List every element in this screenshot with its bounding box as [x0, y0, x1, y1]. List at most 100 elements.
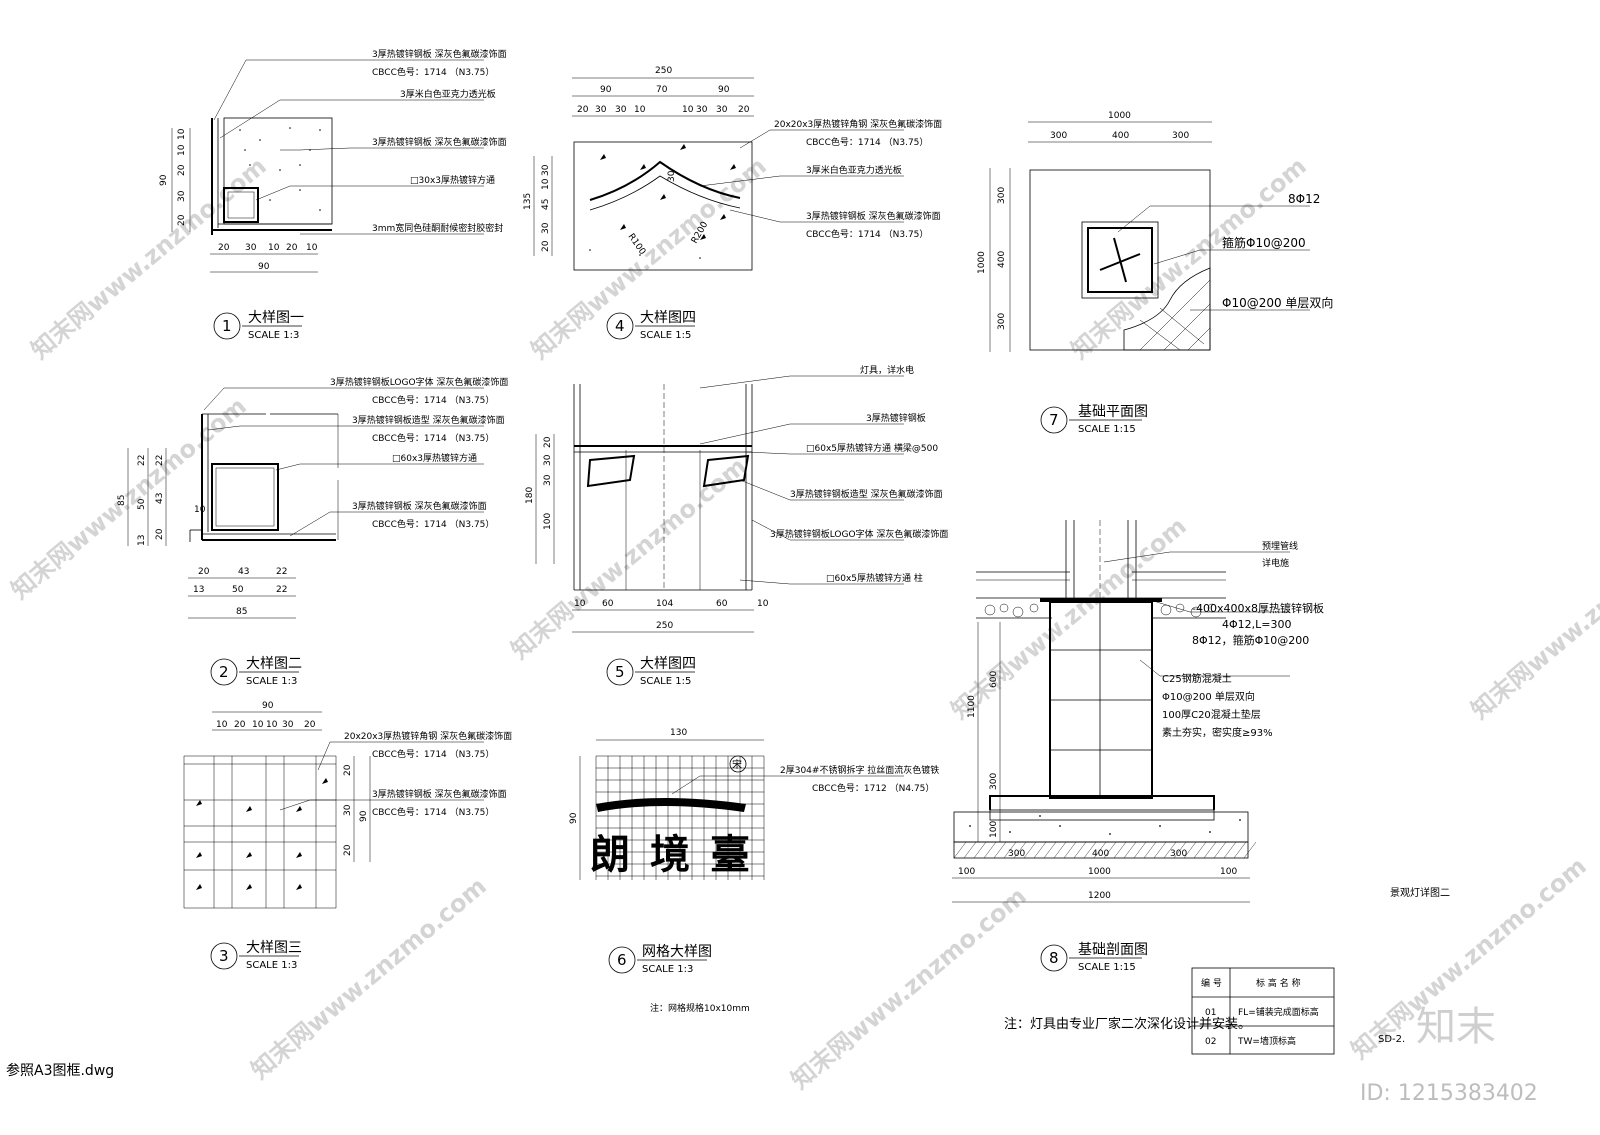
- detail-number: 3: [219, 947, 229, 965]
- detail-7: 8Φ12 箍筋Φ10@200 Φ10@200 单层双向 1000 300 400…: [977, 111, 1333, 435]
- note: CBCC色号：1714 （N3.75）: [372, 518, 494, 530]
- dim-label: 400: [1092, 849, 1109, 859]
- note: CBCC色号：1714 （N3.75）: [806, 228, 928, 240]
- detail-title: 基础平面图: [1078, 403, 1148, 420]
- note: 8Φ12: [1288, 192, 1320, 206]
- hatch-line: [1073, 841, 1087, 859]
- dim-label: 300: [1008, 849, 1025, 859]
- dim-label: 10: [757, 599, 769, 609]
- brand-logo: 知末: [1416, 1004, 1496, 1050]
- hatch-line: [1153, 841, 1167, 859]
- hatch-line: [993, 841, 1007, 859]
- dim-total: 250: [655, 66, 672, 76]
- dim-label: 10: [216, 720, 228, 730]
- dim-label: 50: [137, 498, 147, 510]
- note: 3厚热镀锌钢板造型 深灰色氟碳漆饰面: [352, 414, 505, 426]
- note: 8Φ12，箍筋Φ10@200: [1192, 633, 1309, 647]
- dim-label: 10: [634, 105, 646, 115]
- detail-scale: SCALE 1:5: [640, 676, 691, 687]
- dim-total: 135: [523, 193, 533, 210]
- roof-shape: [596, 798, 746, 812]
- dim-label: 20: [577, 105, 589, 115]
- stamp-char: 宋: [732, 758, 742, 771]
- note: 详电施: [1262, 557, 1289, 569]
- hatch-line: [1143, 841, 1157, 859]
- hatch-line: [1083, 841, 1097, 859]
- logo-char: 臺: [710, 832, 750, 878]
- detail-number: 2: [219, 663, 229, 681]
- note: CBCC色号：1714 （N3.75）: [372, 394, 494, 406]
- hatch-line: [1003, 841, 1017, 859]
- detail-5: 灯具，详水电 3厚热镀锌钢板 □60x5厚热镀锌方通 横梁@500 3厚热镀锌钢…: [525, 364, 948, 687]
- dim-label: 30: [595, 105, 607, 115]
- dim-total: 90: [359, 810, 369, 822]
- dim-label: 30: [343, 804, 353, 816]
- dim-label: 400: [1112, 131, 1129, 141]
- note: CBCC色号：1714 （N3.75）: [806, 136, 928, 148]
- note: CBCC色号：1714 （N3.75）: [372, 748, 494, 760]
- legend-cell: FL=铺装完成面标高: [1238, 1006, 1319, 1018]
- hatch-line: [1173, 841, 1187, 859]
- dim-total: 1000: [1108, 111, 1131, 121]
- dim-label: 20: [218, 243, 230, 253]
- legend-cell: TW=墙顶标高: [1237, 1035, 1296, 1047]
- note: 3厚热镀锌钢板 深灰色氟碳漆饰面: [352, 500, 487, 512]
- dim-label: 30: [716, 105, 728, 115]
- hatch-line: [1103, 841, 1117, 859]
- dim-label: 60: [716, 599, 728, 609]
- dim-label: 20: [177, 164, 187, 176]
- watermark-text: 知末网www.znzmo.com: [1066, 152, 1312, 365]
- dim-label: 300: [997, 313, 1007, 330]
- note: 3厚热镀锌钢板造型 深灰色氟碳漆饰面: [790, 488, 943, 500]
- hatch-line: [1233, 841, 1247, 859]
- dim-label: 70: [656, 85, 668, 95]
- dim-total: 1100: [967, 695, 977, 718]
- dim-total: 1200: [1088, 891, 1111, 901]
- note: C25钢筋混凝土: [1162, 672, 1232, 685]
- dim-label: 1000: [1088, 867, 1111, 877]
- dim-label: 10: [252, 720, 264, 730]
- dim-label: 100: [958, 867, 975, 877]
- dim-label: 20: [286, 243, 298, 253]
- concrete-fill: [589, 144, 736, 259]
- note: 3厚热镀锌钢板 深灰色氟碳漆饰面: [372, 48, 507, 60]
- soil-hatch: [953, 841, 1257, 859]
- note: 3厚热镀锌钢板LOGO字体 深灰色氟碳漆饰面: [330, 376, 508, 388]
- hatch-line: [1023, 841, 1037, 859]
- dim-label: 90: [600, 85, 612, 95]
- dim-label: 20: [343, 844, 353, 856]
- dim-label: 30: [667, 170, 677, 182]
- dim-label: 10: [194, 505, 206, 515]
- note: 灯具，详水电: [860, 364, 914, 376]
- dim-label: 30: [696, 105, 708, 115]
- note: 3厚热镀锌钢板: [866, 412, 926, 424]
- hatch-line: [1013, 841, 1027, 859]
- detail-8: 预埋管线 详电施 -400x400x8厚热镀锌钢板 4Φ12,L=300 8Φ1…: [952, 520, 1324, 973]
- dim-label: 22: [137, 455, 147, 466]
- rebar-bottom: [989, 795, 1215, 810]
- hatch-line: [1203, 841, 1217, 859]
- dim-total: 90: [258, 262, 270, 272]
- dim-label: 30: [615, 105, 627, 115]
- hatch-line: [1163, 841, 1177, 859]
- dim-label: 20: [304, 720, 316, 730]
- dim-label: 20: [543, 436, 553, 448]
- detail-number: 8: [1049, 949, 1059, 967]
- note: 3厚米白色亚克力透光板: [400, 88, 496, 100]
- dim-label: 10: [268, 243, 280, 253]
- hatch-line: [1243, 841, 1257, 859]
- dim-label: 20: [738, 105, 750, 115]
- watermarks: 知末网www.znzmo.com 知末网www.znzmo.com 知末网www…: [6, 152, 1600, 1095]
- detail-1: 3厚热镀锌钢板 深灰色氟碳漆饰面 CBCC色号：1714 （N3.75） 3厚米…: [159, 48, 507, 341]
- dim-label: 10: [682, 105, 694, 115]
- note: 3厚热镀锌钢板 深灰色氟碳漆饰面: [372, 788, 507, 800]
- dim-label: 60: [602, 599, 614, 609]
- detail-title: 大样图三: [246, 940, 302, 956]
- note: 3厚热镀锌钢板 深灰色氟碳漆饰面: [806, 210, 941, 222]
- dim-label: 30: [177, 190, 187, 202]
- dim-label: 10: [306, 243, 318, 253]
- dim-label: 400: [997, 251, 1007, 268]
- dim-label: 10: [177, 144, 187, 156]
- grid-pattern: [595, 755, 765, 880]
